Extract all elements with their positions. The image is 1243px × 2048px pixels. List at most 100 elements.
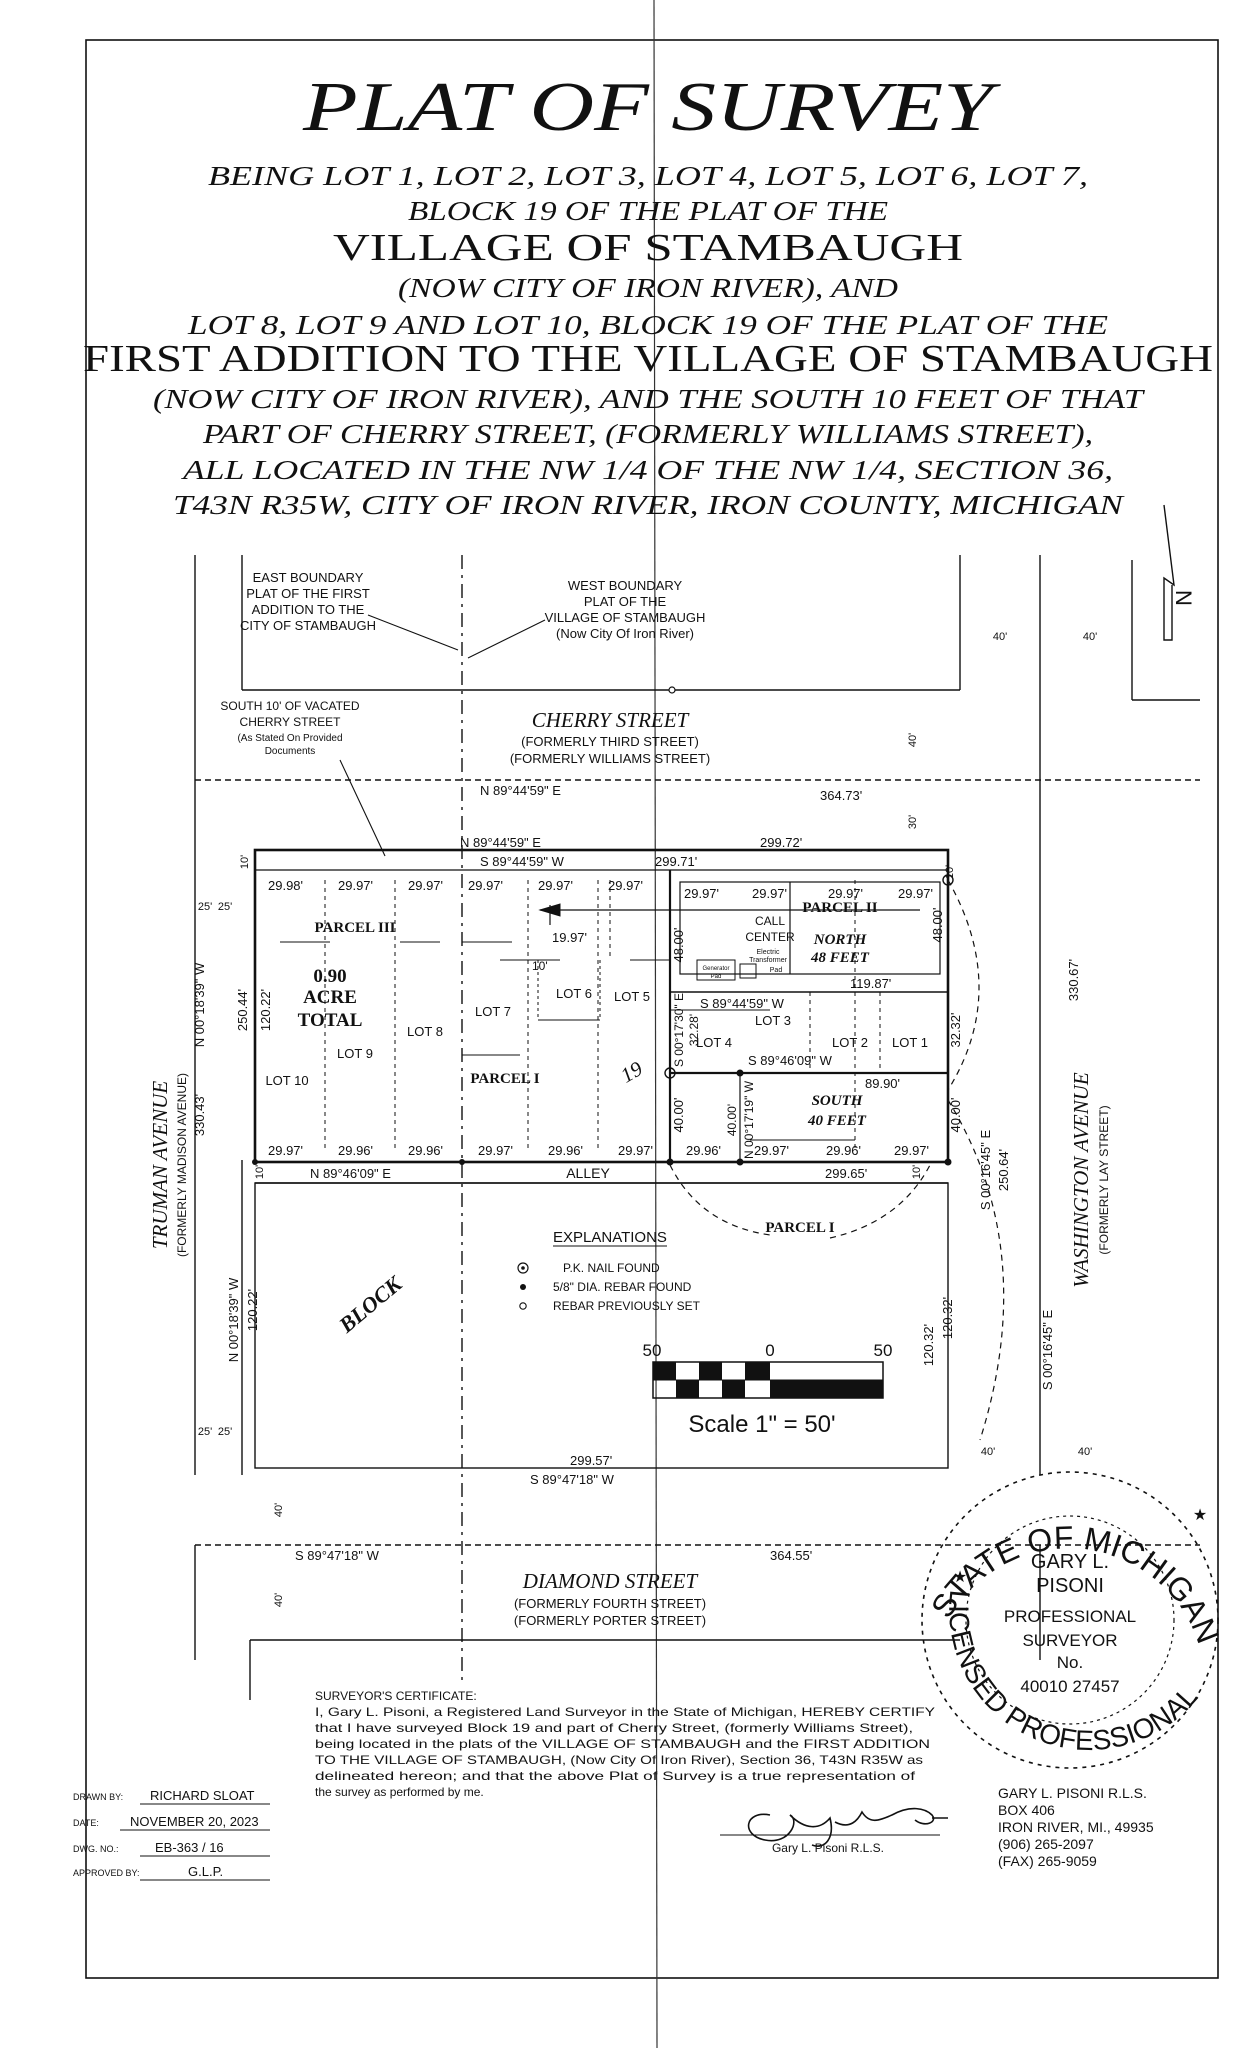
svg-text:(FORMERLY LAY STREET): (FORMERLY LAY STREET) [1097, 1105, 1111, 1254]
svg-text:40': 40' [273, 1503, 285, 1517]
signature-name: Gary L. Pisoni R.L.S. [772, 1841, 884, 1855]
cherry-street: CHERRY STREET (FORMERLY THIRD STREET) (F… [510, 708, 710, 766]
svg-text:LOT 8: LOT 8 [407, 1024, 443, 1039]
svg-text:CHERRY STREET: CHERRY STREET [240, 715, 342, 729]
svg-text:PLAT OF THE FIRST: PLAT OF THE FIRST [246, 586, 370, 601]
svg-text:250.44': 250.44' [235, 989, 250, 1031]
svg-text:299.57': 299.57' [570, 1453, 612, 1468]
svg-text:299.65': 299.65' [825, 1166, 867, 1181]
svg-text:PARCEL I: PARCEL I [765, 1220, 834, 1236]
svg-text:29.97': 29.97' [898, 886, 933, 901]
svg-text:SURVEYOR'S CERTIFICATE:: SURVEYOR'S CERTIFICATE: [315, 1689, 477, 1703]
svg-text:S 89°47'18" W: S 89°47'18" W [530, 1472, 615, 1487]
svg-text:40': 40' [1083, 631, 1097, 643]
svg-text:19.97': 19.97' [552, 930, 587, 945]
svg-text:CITY OF STAMBAUGH: CITY OF STAMBAUGH [240, 618, 376, 633]
bottom-lot-dimensions: 29.97' 29.96' 29.96' 29.97' 29.96' 29.97… [268, 1143, 929, 1158]
svg-text:10': 10' [254, 1165, 266, 1179]
svg-text:29.97': 29.97' [894, 1143, 929, 1158]
bearings: N 89°44'59" E 364.73' N 89°44'59" E 299.… [192, 783, 1081, 1563]
svg-text:N 89°44'59" E: N 89°44'59" E [460, 835, 541, 850]
svg-text:29.98': 29.98' [268, 878, 303, 893]
svg-text:25': 25' [198, 901, 212, 913]
washington-avenue: WASHINGTON AVENUE (FORMERLY LAY STREET) [1069, 1072, 1111, 1288]
svg-text:RICHARD SLOAT: RICHARD SLOAT [150, 1788, 255, 1803]
svg-text:(FAX) 265-9059: (FAX) 265-9059 [998, 1853, 1097, 1869]
svg-text:120.32': 120.32' [921, 1324, 936, 1366]
east-boundary-note: EAST BOUNDARY PLAT OF THE FIRST ADDITION… [240, 570, 459, 651]
svg-text:the survey as performed by me.: the survey as performed by me. [315, 1785, 484, 1799]
rebar-set-icon [519, 1302, 527, 1310]
svg-text:120.22': 120.22' [258, 989, 273, 1031]
svg-text:364.55': 364.55' [770, 1548, 812, 1563]
svg-text:BOX 406: BOX 406 [998, 1802, 1055, 1818]
svg-text:I, Gary L. Pisoni, a Registere: I, Gary L. Pisoni, a Registered Land Sur… [315, 1705, 935, 1719]
svg-text:(FORMERLY FOURTH STREET): (FORMERLY FOURTH STREET) [514, 1596, 706, 1611]
svg-text:S 89°44'59" W: S 89°44'59" W [480, 854, 565, 869]
svg-text:364.73': 364.73' [820, 788, 862, 803]
svg-text:120.32': 120.32' [940, 1297, 955, 1339]
svg-text:Documents: Documents [265, 746, 316, 757]
svg-text:SOUTH 10' OF VACATED: SOUTH 10' OF VACATED [220, 699, 360, 713]
svg-text:EB-363 / 16: EB-363 / 16 [155, 1840, 224, 1855]
svg-text:EXPLANATIONS: EXPLANATIONS [553, 1229, 667, 1246]
svg-text:DRAWN BY:: DRAWN BY: [73, 1792, 123, 1802]
svg-text:NOVEMBER 20, 2023: NOVEMBER 20, 2023 [130, 1814, 259, 1829]
svg-text:29.97': 29.97' [608, 878, 643, 893]
scale-bar: 50 0 50 Scale 1" = 50' [643, 1341, 893, 1438]
svg-text:N 00°18'39" W: N 00°18'39" W [226, 1277, 241, 1362]
svg-text:32.32': 32.32' [948, 1012, 963, 1047]
parcel-1-arc-left [669, 1164, 771, 1236]
svg-text:29.97': 29.97' [268, 1143, 303, 1158]
svg-text:29.97': 29.97' [752, 886, 787, 901]
svg-text:29.97': 29.97' [754, 1143, 789, 1158]
svg-text:SURVEYOR: SURVEYOR [1022, 1631, 1117, 1650]
subtitle-line-10: T43N R35W, CITY OF IRON RIVER, IRON COUN… [173, 490, 1126, 520]
svg-text:10': 10' [944, 865, 956, 879]
svg-text:PLAT OF THE: PLAT OF THE [584, 594, 667, 609]
svg-text:19: 19 [616, 1056, 647, 1088]
svg-text:50: 50 [874, 1341, 893, 1360]
svg-text:120.22': 120.22' [245, 1289, 260, 1331]
pk-nail-dot [521, 1266, 525, 1270]
svg-text:TOTAL: TOTAL [298, 1010, 363, 1031]
truman-avenue: TRUMAN AVENUE (FORMERLY MADISON AVENUE) [148, 1073, 189, 1257]
svg-text:PARCEL II: PARCEL II [802, 900, 877, 916]
parcel-2-arc [947, 879, 980, 1091]
svg-text:N 00°18'39" W: N 00°18'39" W [192, 962, 207, 1047]
svg-text:29.97': 29.97' [684, 886, 719, 901]
svg-text:G.L.P.: G.L.P. [188, 1864, 223, 1879]
svg-text:N 00°17'19" W: N 00°17'19" W [742, 1080, 756, 1159]
monuments [252, 686, 954, 1166]
svg-text:29.97': 29.97' [618, 1143, 653, 1158]
svg-text:LOT 2: LOT 2 [832, 1035, 868, 1050]
svg-text:N 89°46'09" E: N 89°46'09" E [310, 1166, 391, 1181]
svg-text:(FORMERLY PORTER STREET): (FORMERLY PORTER STREET) [514, 1613, 706, 1628]
svg-text:PARCEL III: PARCEL III [315, 920, 396, 936]
svg-text:IRON RIVER, MI., 49935: IRON RIVER, MI., 49935 [998, 1819, 1154, 1835]
svg-text:32.28': 32.28' [687, 1014, 701, 1046]
svg-text:29.97': 29.97' [478, 1143, 513, 1158]
svg-text:29.96': 29.96' [686, 1143, 721, 1158]
svg-text:S 89°46'09" W: S 89°46'09" W [748, 1053, 833, 1068]
svg-text:40.00': 40.00' [725, 1104, 739, 1136]
svg-text:LOT 9: LOT 9 [337, 1046, 373, 1061]
svg-text:250.64': 250.64' [996, 1149, 1011, 1191]
north-label: N [1171, 590, 1196, 606]
subtitle-line-7: (NOW CITY OF IRON RIVER), AND THE SOUTH … [153, 384, 1146, 414]
svg-text:EAST BOUNDARY: EAST BOUNDARY [253, 570, 364, 585]
svg-text:No.: No. [1057, 1653, 1083, 1672]
parcel-1-arc [947, 1099, 1005, 1441]
svg-text:119.87': 119.87' [850, 976, 891, 991]
svg-text:WEST BOUNDARY: WEST BOUNDARY [568, 578, 683, 593]
svg-text:BLOCK: BLOCK [333, 1270, 407, 1338]
svg-text:(As Stated On Provided: (As Stated On Provided [237, 733, 342, 744]
svg-text:40010 27457: 40010 27457 [1020, 1677, 1119, 1696]
svg-text:Pad: Pad [770, 967, 783, 974]
svg-text:50: 50 [643, 1341, 662, 1360]
svg-text:40.00': 40.00' [671, 1097, 686, 1132]
svg-text:S 89°44'59" W: S 89°44'59" W [700, 996, 785, 1011]
svg-text:48.00': 48.00' [671, 927, 686, 962]
north-arrow-icon: N [1163, 504, 1196, 641]
svg-text:S 89°47'18" W: S 89°47'18" W [295, 1548, 380, 1563]
